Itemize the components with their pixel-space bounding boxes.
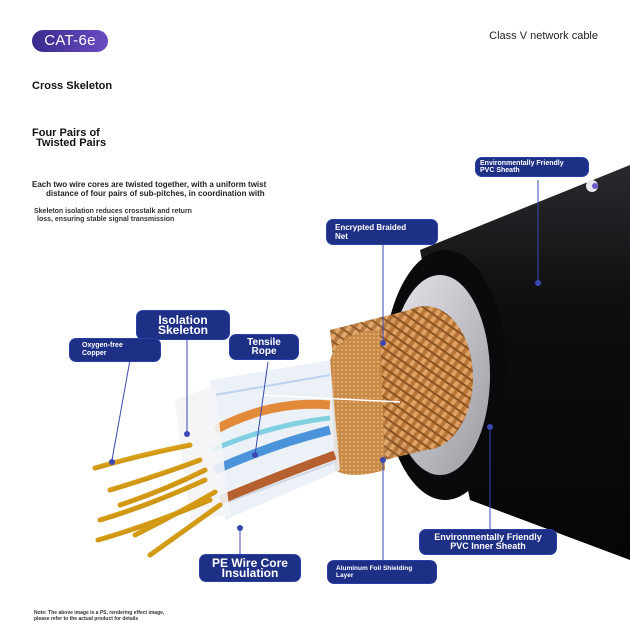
- disclaimer-note: Note: The above image is a PS, rendering…: [34, 610, 164, 622]
- pvc-sheath-line1: Environmentally Friendly: [480, 160, 564, 167]
- foil-layer: [330, 330, 385, 475]
- braided-line2: Net: [335, 232, 348, 241]
- four-pairs-line1: Four Pairs of: [32, 127, 100, 139]
- disclaimer-line1: Note: The above image is a PS, rendering…: [34, 610, 165, 616]
- oxygen-free-copper-label: Oxygen-free Copper: [70, 339, 160, 361]
- pvc-sheath-label: Environmentally Friendly PVC Sheath: [476, 158, 588, 176]
- braided-net-label: Encrypted Braided Net: [327, 220, 437, 244]
- cat6e-badge: CAT-6e: [32, 30, 108, 52]
- inner-sheath-label: Environmentally Friendly PVC Inner Sheat…: [420, 530, 556, 554]
- skeleton-desc-line2: loss, ensuring stable signal transmissio…: [37, 216, 175, 223]
- cross-skeleton-heading: Cross Skeleton: [32, 80, 113, 92]
- braided-line1: Encrypted Braided: [335, 223, 407, 232]
- leader-lines: [111, 180, 539, 560]
- foil-line2: Layer: [336, 572, 354, 579]
- copper-line2: Copper: [82, 350, 107, 357]
- isolation-line2: Skeleton: [157, 323, 208, 337]
- twist-desc-line2: distance of four pairs of sub-pitches, i…: [46, 189, 265, 198]
- aluminum-foil-label: Aluminum Foil Shielding Layer: [328, 561, 436, 583]
- inner-line2: PVC Inner Sheath: [450, 541, 526, 551]
- isolation-skeleton-label: Isolation Skeleton: [137, 311, 229, 339]
- copper-wires: [92, 442, 223, 558]
- four-pairs-line2: Twisted Pairs: [36, 137, 107, 149]
- twist-description: Each two wire cores are twisted together…: [32, 180, 266, 198]
- copper-line1: Oxygen-free: [82, 342, 123, 349]
- cable-class-text: Class V network cable: [489, 30, 598, 42]
- isolation-line1: Isolation: [158, 313, 208, 327]
- tensile-rope-label: Tensile Rope: [230, 335, 298, 359]
- twist-desc-line1: Each two wire cores are twisted together…: [32, 180, 267, 189]
- pe-line2: Insulation: [221, 566, 279, 580]
- disclaimer-line2: please refer to the actual product for d…: [34, 616, 139, 622]
- skeleton-description: Skeleton isolation reduces crosstalk and…: [34, 208, 192, 224]
- foil-line1: Aluminum Foil Shielding: [336, 565, 413, 572]
- pvc-sheath-line2: PVC Sheath: [480, 167, 520, 174]
- four-pairs-heading: Four Pairs of Twisted Pairs: [32, 127, 107, 149]
- tensile-line1: Tensile: [247, 337, 281, 348]
- pe-insulation-label: PE Wire Core Insulation: [200, 555, 300, 581]
- pe-line1: PE Wire Core: [212, 556, 288, 570]
- tensile-line2: Rope: [251, 346, 277, 357]
- skeleton-desc-line1: Skeleton isolation reduces crosstalk and…: [34, 208, 192, 215]
- inner-line1: Environmentally Friendly: [434, 532, 542, 542]
